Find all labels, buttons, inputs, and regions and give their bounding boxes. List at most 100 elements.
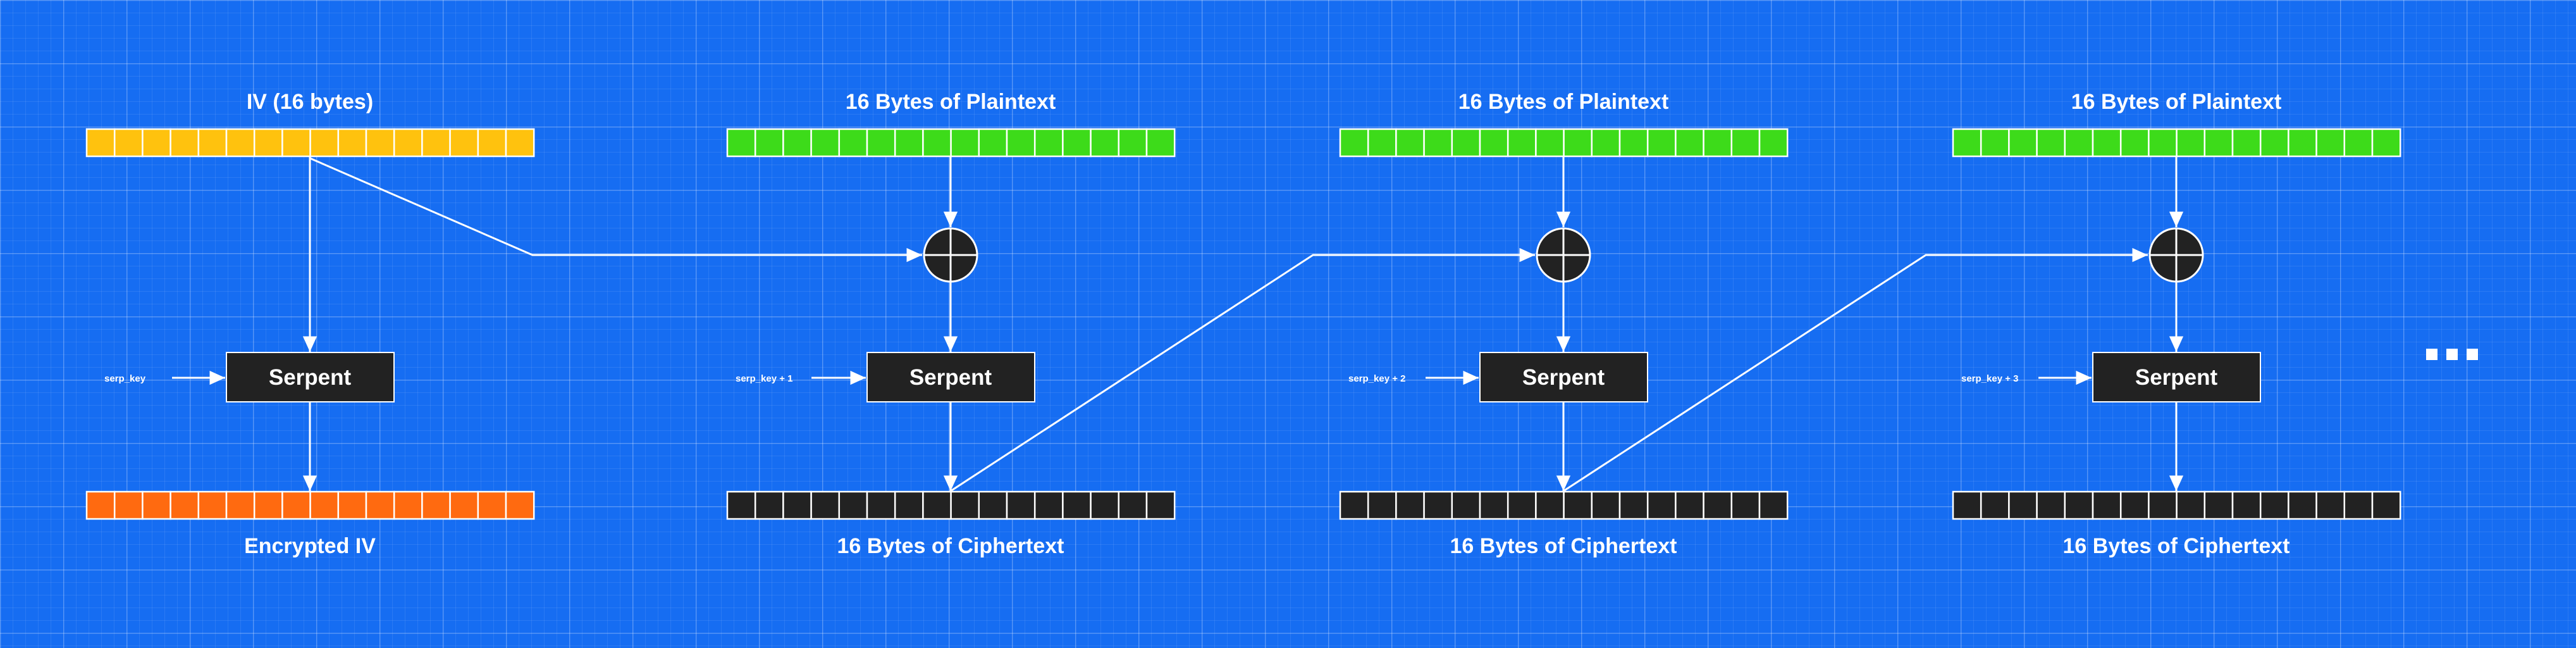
block-1-plaintext-byte-cell xyxy=(1118,128,1148,158)
block-1-plaintext-byte-cell xyxy=(1062,128,1092,158)
block-3-ciphertext-byte-cell xyxy=(2148,490,2178,520)
block-2-ciphertext-byte-cell xyxy=(1339,490,1369,520)
block-2-plaintext-byte-cell xyxy=(1395,128,1425,158)
iv-to-xor-1-line xyxy=(309,157,922,263)
encrypted-iv-byte-cell xyxy=(337,490,367,520)
block-3-plaintext-byte-cell xyxy=(2315,128,2346,158)
iv-byte-cell xyxy=(169,128,200,158)
block-1-plaintext-byte-cell xyxy=(866,128,896,158)
block-3-xor-icon xyxy=(2148,227,2204,283)
encrypted-iv-byte-cell xyxy=(393,490,423,520)
iv-byte-cell xyxy=(393,128,423,158)
block-2-ciphertext-byte-cell xyxy=(1703,490,1733,520)
block-1-ciphertext-byte-cell xyxy=(838,490,868,520)
block-1-plaintext-byte-cell xyxy=(1033,128,1064,158)
block-1-ciphertext-byte-cell xyxy=(1118,490,1148,520)
encrypted-iv-byte-cell xyxy=(142,490,171,520)
block-2-plaintext-byte-cell xyxy=(1367,128,1397,158)
block-2-ciphertext-byte-cell xyxy=(1675,490,1704,520)
iv-key-label: serp_key xyxy=(104,373,146,384)
block-1-ciphertext-label: 16 Bytes of Ciphertext xyxy=(837,534,1064,558)
block-2-ciphertext-row xyxy=(1339,490,1789,520)
iv-byte-cell xyxy=(449,128,479,158)
block-1-plaintext-byte-cell xyxy=(922,128,952,158)
block-2-ciphertext-byte-cell xyxy=(1730,490,1761,520)
iv-byte-cell xyxy=(505,128,535,158)
block-1-plaintext-byte-cell xyxy=(978,128,1008,158)
iv-byte-cell xyxy=(365,128,395,158)
encrypted-iv-byte-cell xyxy=(85,490,116,520)
block-3-plaintext-byte-cell xyxy=(2203,128,2234,158)
block-3-ciphertext-byte-cell xyxy=(2343,490,2374,520)
block-3-ciphertext-byte-cell xyxy=(2231,490,2262,520)
block-1-ciphertext-byte-cell xyxy=(1090,490,1120,520)
block-2-key-label: serp_key + 2 xyxy=(1348,373,1406,384)
encrypted-iv-byte-cell xyxy=(169,490,200,520)
iv-byte-cell xyxy=(113,128,144,158)
iv-byte-cell xyxy=(337,128,367,158)
block-2-ciphertext-byte-cell xyxy=(1563,490,1593,520)
block-2-plaintext-byte-cell xyxy=(1591,128,1621,158)
block-3-plaintext-byte-cell xyxy=(2148,128,2178,158)
block-2-serpent-box xyxy=(1479,352,1648,402)
block-2-plaintext-byte-cell xyxy=(1758,128,1789,158)
block-2-ciphertext-byte-cell xyxy=(1451,490,1481,520)
block-3-plaintext-row xyxy=(1952,128,2401,158)
ellipsis-icon xyxy=(2426,349,2478,360)
block-3-ciphertext-byte-cell xyxy=(2288,490,2317,520)
iv-byte-cell xyxy=(281,128,311,158)
encrypted-iv-byte-cell xyxy=(225,490,256,520)
iv-byte-cell xyxy=(197,128,228,158)
block-1-plaintext-row xyxy=(726,128,1176,158)
block-2-plaintext-byte-cell xyxy=(1535,128,1565,158)
block-1-plaintext-byte-cell xyxy=(1006,128,1036,158)
block-1-ciphertext-byte-cell xyxy=(978,490,1008,520)
block-3-ciphertext-byte-cell xyxy=(2176,490,2206,520)
iv-byte-cell xyxy=(253,128,283,158)
block-3-serpent-box xyxy=(2092,352,2261,402)
block-2-ciphertext-label: 16 Bytes of Ciphertext xyxy=(1450,534,1677,558)
block-2-ciphertext-byte-cell xyxy=(1479,490,1509,520)
iv-serpent-label: Serpent xyxy=(269,365,352,390)
iv-byte-cell xyxy=(225,128,256,158)
encrypted-iv-byte-cell xyxy=(197,490,228,520)
block-3-serpent-label: Serpent xyxy=(2135,365,2218,390)
block-3-key-label: serp_key + 3 xyxy=(1961,373,2019,384)
block-3-plaintext-byte-cell xyxy=(1952,128,1982,158)
block-3-plaintext-byte-cell xyxy=(2036,128,2066,158)
block-1-plaintext-byte-cell xyxy=(782,128,812,158)
iv-serpent-box xyxy=(226,352,395,402)
block-1-ciphertext-byte-cell xyxy=(810,490,841,520)
iv-column: IV (16 bytes) serp_key Serpent Encrypted… xyxy=(85,90,922,558)
block-2-plaintext-byte-cell xyxy=(1563,128,1593,158)
block-2-ciphertext-byte-cell xyxy=(1591,490,1621,520)
block-2-ciphertext-byte-cell xyxy=(1395,490,1425,520)
block-3-plaintext-byte-cell xyxy=(2008,128,2038,158)
block-1-ciphertext-byte-cell xyxy=(1145,490,1176,520)
block-1-ciphertext-byte-cell xyxy=(894,490,924,520)
iv-byte-cell xyxy=(85,128,116,158)
block-1-ciphertext-byte-cell xyxy=(1033,490,1064,520)
block-2-plaintext-byte-cell xyxy=(1507,128,1537,158)
block-3-plaintext-byte-cell xyxy=(2259,128,2289,158)
block-1-ciphertext-byte-cell xyxy=(754,490,784,520)
block-2-ciphertext-byte-cell xyxy=(1535,490,1565,520)
block-2: 16 Bytes of Plaintext serp_key + 2 Serpe… xyxy=(1339,90,2148,558)
block-2-ciphertext-byte-cell xyxy=(1367,490,1397,520)
block-2-plaintext-byte-cell xyxy=(1703,128,1733,158)
block-2-ciphertext-byte-cell xyxy=(1507,490,1537,520)
block-3-plaintext-byte-cell xyxy=(2288,128,2317,158)
block-2-ciphertext-byte-cell xyxy=(1618,490,1649,520)
encrypted-iv-byte-cell xyxy=(113,490,144,520)
encrypted-iv-label: Encrypted IV xyxy=(244,534,376,558)
block-2-plaintext-byte-cell xyxy=(1451,128,1481,158)
block-1-serpent-label: Serpent xyxy=(909,365,992,390)
iv-byte-cell xyxy=(421,128,451,158)
block-1-plaintext-byte-cell xyxy=(726,128,756,158)
block-1-ciphertext-byte-cell xyxy=(950,490,980,520)
block-1-plaintext-byte-cell xyxy=(810,128,841,158)
block-3-ciphertext-byte-cell xyxy=(2119,490,2150,520)
block-3-plaintext-byte-cell xyxy=(2231,128,2262,158)
